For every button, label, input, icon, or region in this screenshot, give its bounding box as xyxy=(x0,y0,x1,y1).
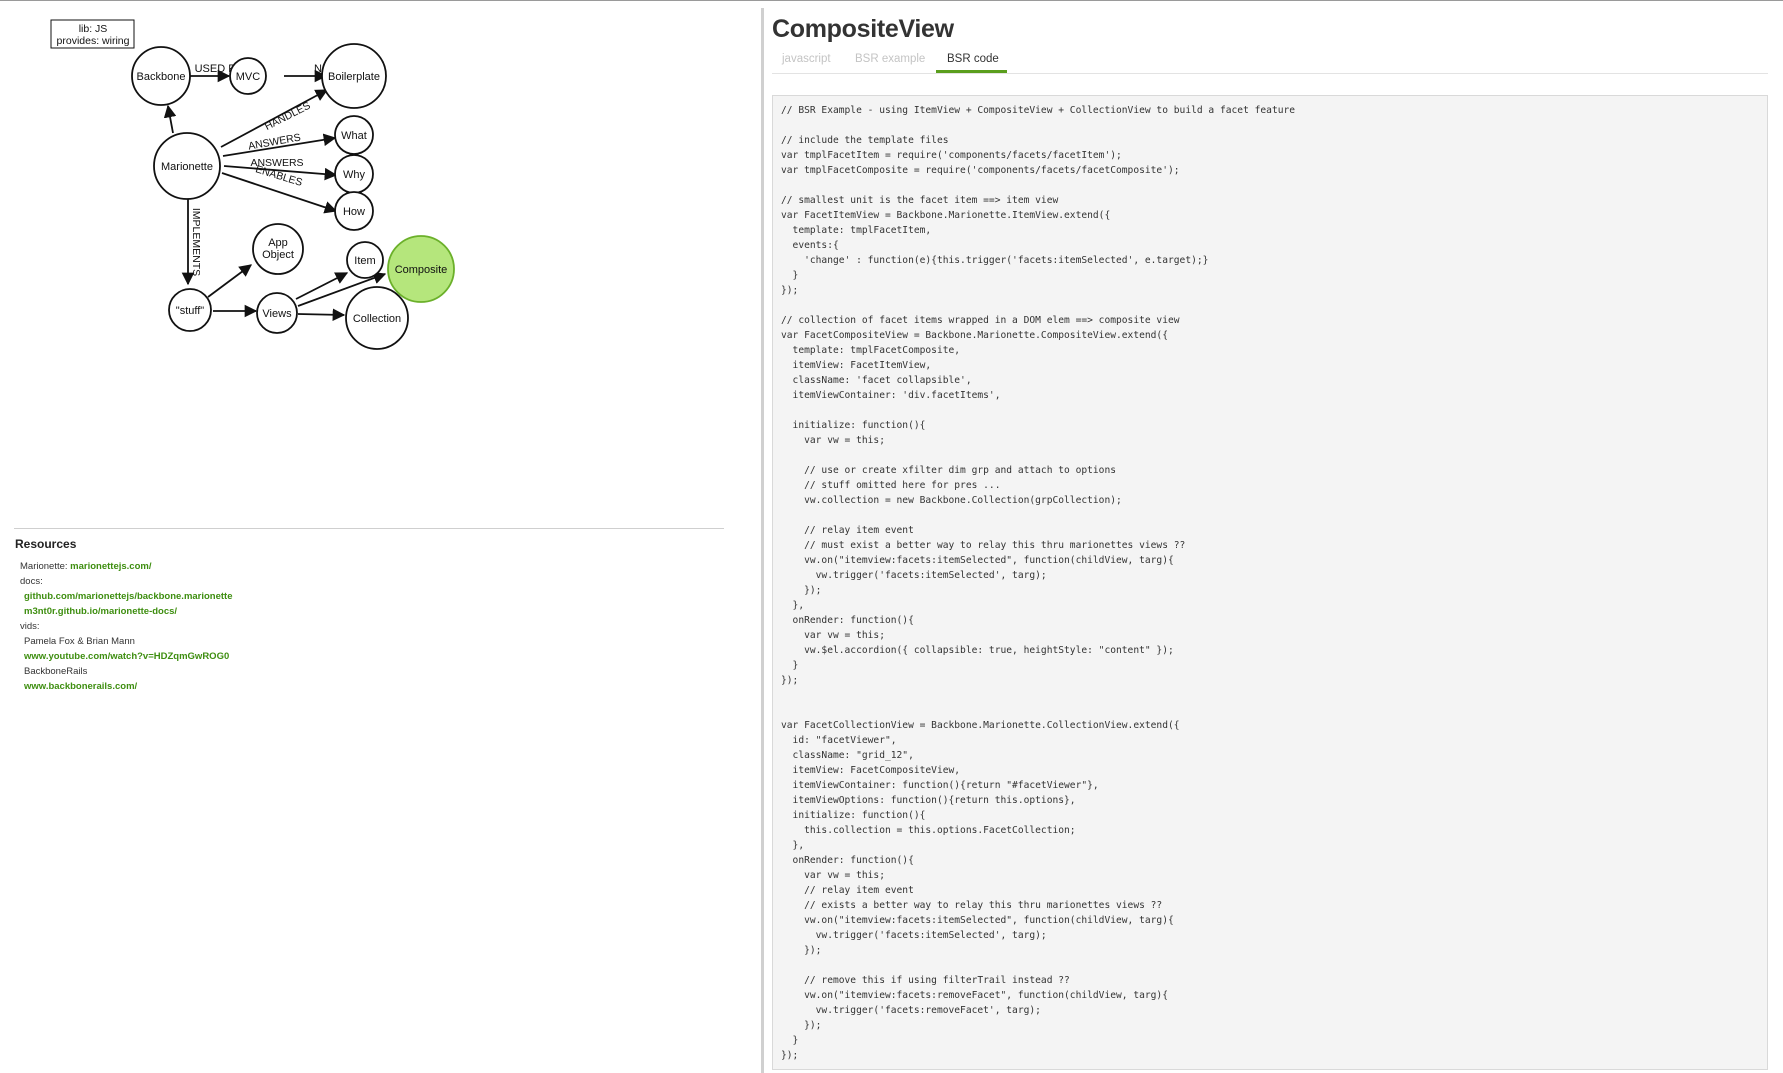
resource-vid-1-title: Pamela Fox & Brian Mann xyxy=(24,636,135,647)
youtube-video-link[interactable]: www.youtube.com/watch?v=HDZqmGwROG0 xyxy=(24,651,230,662)
node-stuff: "stuff" xyxy=(168,288,212,332)
resource-vid-2-title: BackboneRails xyxy=(24,666,88,677)
page-title: CompositeView xyxy=(772,15,954,43)
svg-text:"stuff": "stuff" xyxy=(176,305,204,317)
resource-docs-label: docs: xyxy=(20,576,43,587)
right-pane: CompositeView javascript BSR example BSR… xyxy=(772,1,1772,1073)
node-why: Why xyxy=(334,154,374,194)
node-how: How xyxy=(334,191,374,231)
node-item: Item xyxy=(346,241,384,279)
note-line-2: provides: wiring xyxy=(57,35,130,47)
resource-docs-2: m3nt0r.github.io/marionette-docs/ xyxy=(20,604,340,619)
node-collection: Collection xyxy=(345,286,409,350)
resource-vids-label: vids: xyxy=(20,621,40,632)
m3nt0r-docs-link[interactable]: m3nt0r.github.io/marionette-docs/ xyxy=(24,606,178,617)
svg-text:Backbone: Backbone xyxy=(137,71,186,83)
edge-marionette-why xyxy=(223,165,338,181)
svg-text:Composite: Composite xyxy=(395,264,448,276)
backbonerails-link[interactable]: www.backbonerails.com/ xyxy=(24,681,138,692)
edge-label-handles: HANDLES xyxy=(263,100,313,133)
section-divider xyxy=(14,528,724,529)
edge-stuff-app-object xyxy=(207,264,253,298)
resources-title: Resources xyxy=(15,537,77,551)
note-box: lib: JS provides: wiring xyxy=(50,19,135,49)
edge-marionette-what xyxy=(222,133,337,157)
active-tab-indicator xyxy=(936,70,1007,73)
edge-label-answers-2: ANSWERS xyxy=(250,157,303,169)
code-block: // BSR Example - using ItemView + Compos… xyxy=(781,105,1296,1061)
node-backbone: Backbone xyxy=(131,46,191,106)
svg-text:Why: Why xyxy=(343,169,366,181)
svg-text:Boilerplate: Boilerplate xyxy=(328,71,380,83)
edge-marionette-how xyxy=(221,172,338,214)
svg-text:App: App xyxy=(268,237,288,249)
resource-vid-2: www.backbonerails.com/ xyxy=(20,679,340,694)
node-boilerplate: Boilerplate xyxy=(321,43,387,109)
node-marionette: Marionette xyxy=(153,132,221,200)
svg-text:Collection: Collection xyxy=(353,313,401,325)
svg-text:Item: Item xyxy=(354,255,375,267)
marionette-site-link[interactable]: marionettejs.com/ xyxy=(70,561,152,572)
resource-docs-1: github.com/marionettejs/backbone.marione… xyxy=(20,589,340,604)
resource-marionette-label: Marionette: xyxy=(20,561,68,572)
resources-list: Marionette: marionettejs.com/ docs: gith… xyxy=(20,559,340,694)
note-line-1: lib: JS xyxy=(79,23,108,35)
code-panel: // BSR Example - using ItemView + Compos… xyxy=(772,95,1768,1070)
edge-marionette-backbone xyxy=(163,104,177,134)
node-mvc: MVC xyxy=(229,57,267,95)
pane-splitter[interactable] xyxy=(761,8,764,1073)
edge-label-answers-1: ANSWERS xyxy=(247,132,301,153)
tab-bsr-code[interactable]: BSR code xyxy=(947,53,999,65)
resource-vid-1: www.youtube.com/watch?v=HDZqmGwROG0 xyxy=(20,649,340,664)
svg-text:MVC: MVC xyxy=(236,71,261,83)
node-what: What xyxy=(334,115,374,155)
resource-marionette: Marionette: marionettejs.com/ xyxy=(20,559,340,574)
tab-javascript[interactable]: javascript xyxy=(782,53,831,65)
edge-views-collection xyxy=(297,308,346,322)
edge-label-implements: IMPLEMENTS xyxy=(190,208,202,276)
edge-marionette-boilerplate xyxy=(220,89,329,148)
github-docs-link[interactable]: github.com/marionettejs/backbone.marione… xyxy=(24,591,233,602)
concept-diagram: lib: JS provides: wiring USED FOR NEEDS … xyxy=(50,19,455,350)
svg-text:Marionette: Marionette xyxy=(161,161,213,173)
svg-text:What: What xyxy=(341,130,367,142)
edge-views-composite xyxy=(297,272,387,307)
window-top-border xyxy=(0,0,1783,1)
left-pane: lib: JS provides: wiring USED FOR NEEDS … xyxy=(0,1,760,1073)
svg-text:How: How xyxy=(343,206,365,218)
svg-text:Object: Object xyxy=(262,249,294,261)
node-views: Views xyxy=(256,292,298,334)
tab-bsr-example[interactable]: BSR example xyxy=(855,53,926,65)
svg-text:Views: Views xyxy=(262,308,292,320)
edge-views-item xyxy=(295,272,349,300)
node-composite: Composite xyxy=(387,235,455,303)
tab-bar: javascript BSR example BSR code xyxy=(772,49,1768,74)
